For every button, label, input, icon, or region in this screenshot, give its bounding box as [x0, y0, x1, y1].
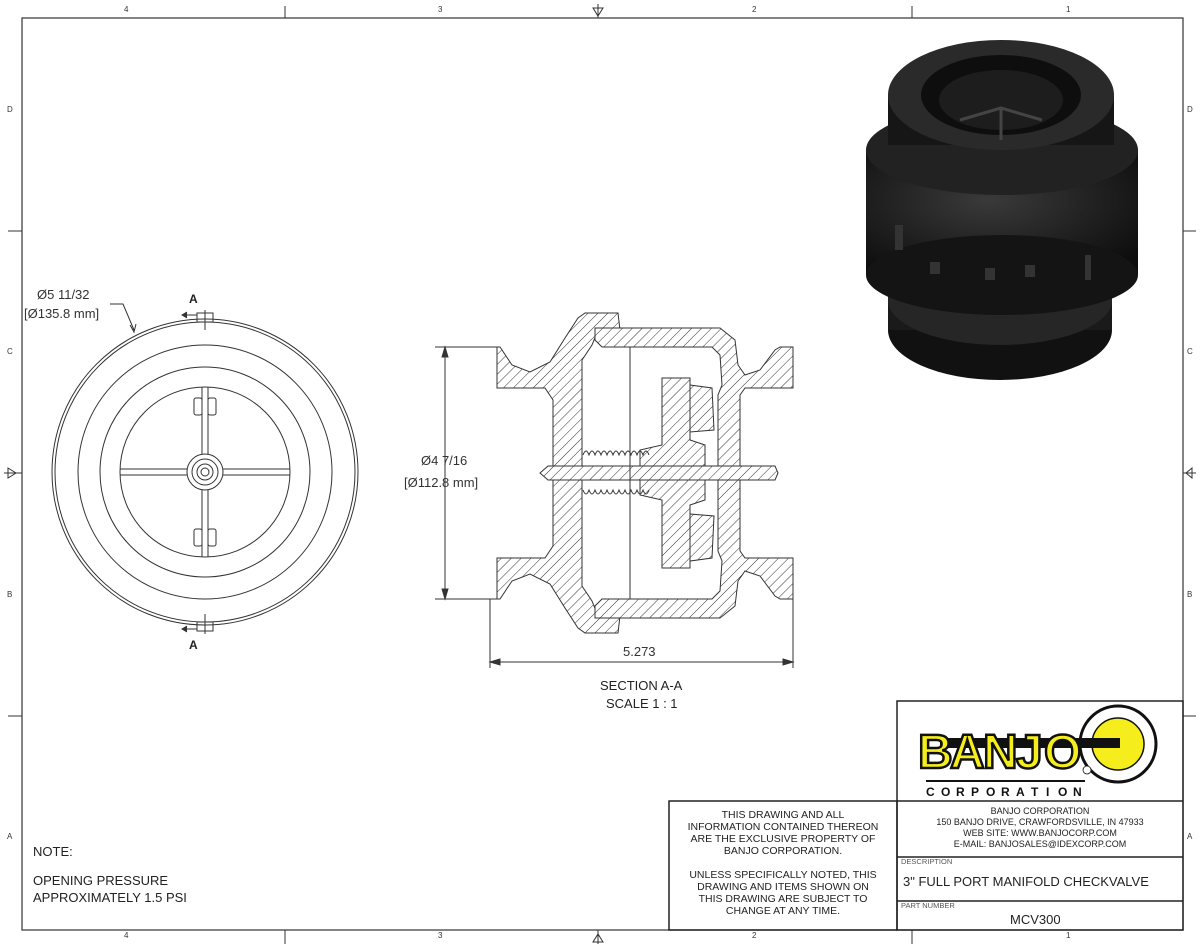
- part-number-label: PART NUMBER: [901, 901, 955, 910]
- svg-text:B: B: [918, 726, 953, 779]
- zone-column-3: 3: [438, 5, 443, 14]
- section-diameter-mm: [Ø112.8 mm]: [404, 475, 479, 490]
- svg-text:A: A: [1016, 785, 1025, 799]
- svg-text:A: A: [950, 726, 985, 779]
- disclaimer-line: BANJO CORPORATION.: [723, 845, 843, 857]
- section-title: SECTION A-A: [600, 678, 683, 693]
- zone-column-4-bottom: 4: [124, 931, 129, 940]
- part-number-value: MCV300: [1010, 912, 1061, 927]
- zone-row-c: C: [7, 347, 13, 356]
- zone-column-2-bottom: 2: [752, 931, 757, 940]
- svg-text:C: C: [926, 785, 935, 799]
- section-view: [435, 312, 795, 668]
- zone-row-d: D: [7, 105, 13, 114]
- disclaimer-line: THIS DRAWING ARE SUBJECT TO: [698, 893, 868, 905]
- svg-text:P: P: [971, 785, 979, 799]
- svg-text:I: I: [1046, 785, 1049, 799]
- zone-row-d-right: D: [1187, 105, 1193, 114]
- zone-column-2: 2: [752, 5, 757, 14]
- company-address: 150 BANJO DRIVE, CRAWFORDSVILLE, IN 4793…: [936, 817, 1144, 827]
- description-value: 3" FULL PORT MANIFOLD CHECKVALVE: [903, 874, 1149, 889]
- zone-row-b-right: B: [1187, 590, 1193, 599]
- company-website: WEB SITE: WWW.BANJOCORP.COM: [963, 828, 1117, 838]
- zone-column-4: 4: [124, 5, 129, 14]
- disclaimer-line: THIS DRAWING AND ALL: [721, 809, 845, 821]
- drawing-border: [4, 4, 1196, 944]
- front-view: [51, 303, 359, 634]
- svg-text:N: N: [983, 726, 1018, 779]
- svg-text:N: N: [1073, 785, 1082, 799]
- zone-column-1-bottom: 1: [1066, 931, 1071, 940]
- disclaimer-line: DRAWING AND ITEMS SHOWN ON: [697, 881, 869, 893]
- company-email: E-MAIL: BANJOSALES@IDEXCORP.COM: [953, 839, 1127, 849]
- zone-row-a: A: [7, 832, 13, 841]
- disclaimer-line: CHANGE AT ANY TIME.: [725, 905, 841, 917]
- section-length: 5.273: [623, 644, 656, 659]
- zone-row-a-right: A: [1187, 832, 1193, 841]
- svg-text:J: J: [1016, 726, 1043, 779]
- disclaimer-line: ARE THE EXCLUSIVE PROPERTY OF: [690, 833, 876, 845]
- zone-row-c-right: C: [1187, 347, 1193, 356]
- company-info: BANJO CORPORATION 150 BANJO DRIVE, CRAWF…: [897, 806, 1183, 850]
- svg-text:O: O: [941, 785, 950, 799]
- svg-text:O: O: [986, 785, 995, 799]
- svg-text:R: R: [1001, 785, 1010, 799]
- svg-text:O: O: [1044, 726, 1081, 779]
- front-diameter-mm: [Ø135.8 mm]: [24, 306, 100, 321]
- description-label: DESCRIPTION: [901, 857, 953, 866]
- valve-3d-render: [866, 40, 1138, 380]
- section-scale: SCALE 1 : 1: [606, 696, 678, 711]
- section-diameter-inch: Ø4 7/16: [421, 453, 468, 468]
- svg-text:T: T: [1031, 785, 1039, 799]
- title-block-frame: [668, 700, 1184, 931]
- zone-row-b: B: [7, 590, 13, 599]
- disclaimer-block: THIS DRAWING AND ALL INFORMATION CONTAIN…: [669, 809, 897, 917]
- svg-text:O: O: [1058, 785, 1067, 799]
- front-diameter-inch: Ø5 11/32: [37, 287, 90, 302]
- valve-body-section: [490, 312, 794, 634]
- spring: [582, 450, 650, 495]
- section-mark-top: A: [189, 292, 198, 306]
- disclaimer-line: INFORMATION CONTAINED THEREON: [687, 821, 879, 833]
- zone-column-1: 1: [1066, 5, 1071, 14]
- zone-column-3-bottom: 3: [438, 931, 443, 940]
- note-line-1: OPENING PRESSURE: [33, 873, 169, 888]
- company-name: BANJO CORPORATION: [990, 806, 1090, 816]
- note-heading: NOTE:: [33, 844, 73, 859]
- svg-text:R: R: [956, 785, 965, 799]
- disclaimer-line: UNLESS SPECIFICALLY NOTED, THIS: [689, 869, 877, 881]
- section-mark-bottom: A: [189, 638, 198, 652]
- note-line-2: APPROXIMATELY 1.5 PSI: [33, 890, 187, 905]
